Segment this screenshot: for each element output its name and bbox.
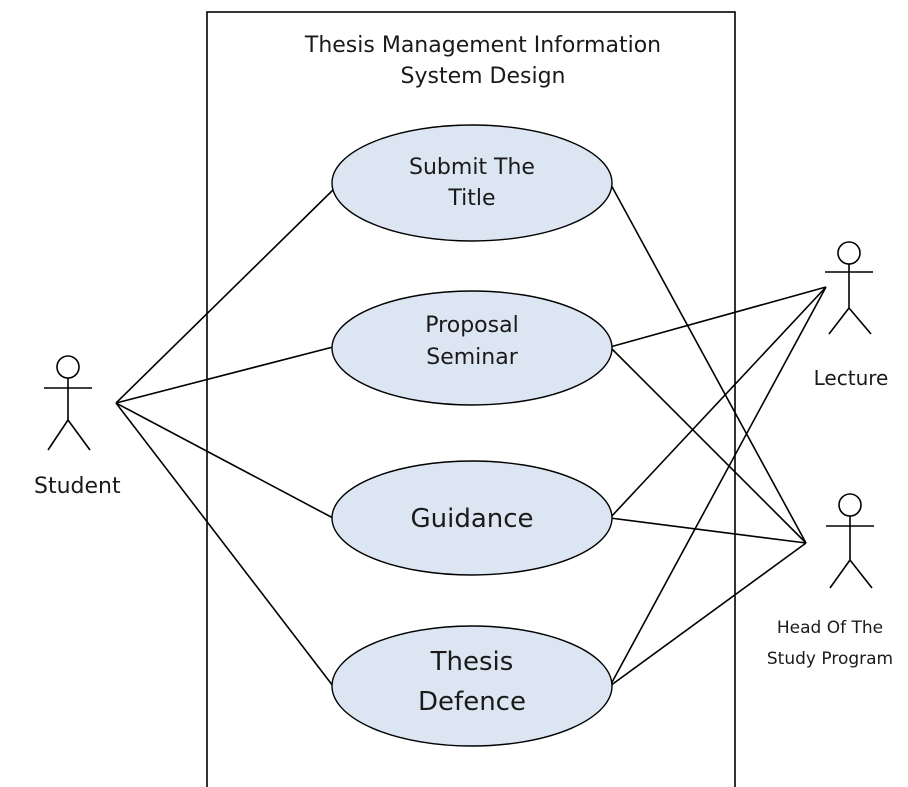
association-student-proposal-seminar	[115, 346, 334, 404]
use-case-ellipse[interactable]	[331, 124, 613, 242]
association-student-submit-title	[115, 186, 337, 404]
actor-label: Lecture	[814, 366, 889, 390]
association-student-thesis-defence	[115, 402, 334, 687]
use-case-proposal-seminar[interactable]: Proposal Seminar	[331, 290, 613, 406]
actor-label: Study Program	[767, 649, 893, 669]
association-lecture-guidance	[609, 286, 827, 519]
association-head-submit-title	[609, 182, 807, 544]
use-case-ellipse[interactable]	[331, 625, 613, 747]
actor-label: Head Of The	[777, 618, 883, 638]
association-lecture-thesis-defence	[609, 286, 827, 687]
use-case-thesis-defence[interactable]: Thesis Defence	[331, 625, 613, 747]
system-boundary	[206, 11, 736, 787]
association-student-guidance	[115, 402, 334, 519]
association-head-guidance	[609, 517, 807, 544]
actor-lecture[interactable]: Lecture	[814, 241, 889, 390]
association-head-proposal-seminar	[609, 346, 807, 544]
use-case-label: Title	[447, 186, 495, 211]
stick-figure-icon	[44, 355, 92, 451]
use-case-label: Guidance	[410, 504, 533, 534]
use-case-label: Thesis	[430, 647, 514, 677]
actor-head-of-study-program[interactable]: Head Of The Study Program	[767, 493, 893, 669]
use-case-ellipse[interactable]	[331, 290, 613, 406]
use-case-ellipse[interactable]	[331, 460, 613, 576]
system-title-line-2: System Design	[401, 64, 566, 89]
association-head-thesis-defence	[609, 542, 807, 687]
association-lines	[115, 182, 827, 687]
use-case-label: Submit The	[409, 155, 535, 180]
actor-label: Student	[34, 474, 121, 499]
actor-student[interactable]: Student	[34, 355, 121, 499]
use-case-guidance[interactable]: Guidance	[331, 460, 613, 576]
use-case-submit-title[interactable]: Submit The Title	[331, 124, 613, 242]
association-lecture-proposal-seminar	[609, 286, 827, 348]
stick-figure-icon	[825, 241, 873, 335]
use-case-label: Proposal	[425, 313, 518, 338]
stick-figure-icon	[826, 493, 874, 589]
use-case-label: Defence	[418, 687, 526, 717]
use-case-label: Seminar	[426, 345, 518, 370]
system-title-line-1: Thesis Management Information	[304, 33, 661, 58]
